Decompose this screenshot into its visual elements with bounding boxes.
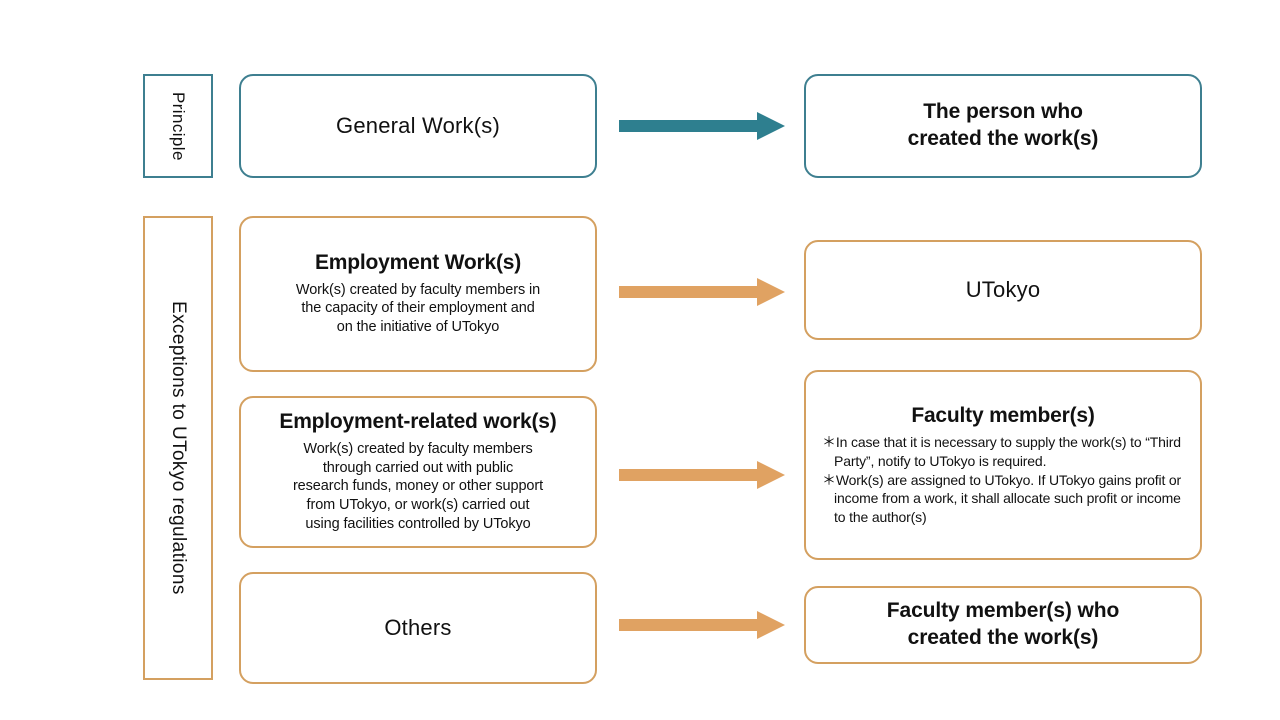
target-box-person-line2: created the work(s) (907, 127, 1099, 150)
target-box-faculty-members[interactable]: Faculty member(s) ＊In case that it is ne… (804, 370, 1202, 560)
target-box-faculty-who-line2: created the work(s) (907, 626, 1099, 649)
target-box-faculty-who-line1: Faculty member(s) who (886, 599, 1120, 623)
source-box-employment-works-body-line-2: the capacity of their employment and (301, 300, 535, 317)
source-box-employment-works-body-line-1: Work(s) created by faculty members in (295, 281, 541, 298)
faculty-note-2: ＊Work(s) are assigned to UTokyo. If UTok… (822, 471, 1182, 525)
category-label-principle-text: Principle (169, 91, 188, 161)
faculty-note-1: ＊In case that it is necessary to supply … (822, 434, 1181, 469)
source-box-others[interactable]: Others (239, 572, 597, 684)
arrow-general-to-person (619, 112, 785, 140)
source-box-general-works-title: General Work(s) (336, 113, 500, 139)
arrow-others-to-faculty-who-created (619, 611, 785, 639)
target-box-person-who-created[interactable]: The person who created the work(s) (804, 74, 1202, 178)
target-box-faculty-who-created[interactable]: Faculty member(s) who created the work(s… (804, 586, 1202, 664)
source-box-employment-related-works-title: Employment-related work(s) (279, 410, 557, 433)
source-box-employment-related-body-line-2: through carried out with public (322, 459, 514, 476)
source-box-others-title: Others (384, 615, 452, 641)
target-box-faculty-members-title: Faculty member(s) (911, 403, 1095, 427)
source-box-employment-related-body-line-1: Work(s) created by faculty members (303, 440, 533, 457)
category-label-exceptions-text: Exceptions to UTokyo regulations (168, 301, 189, 595)
arrow-employment-to-utokyo (619, 278, 785, 306)
target-box-utokyo-title: UTokyo (965, 277, 1041, 303)
source-box-employment-related-body-line-3: research funds, money or other support (292, 478, 544, 495)
source-box-employment-related-body-line-4: from UTokyo, or work(s) carried out (306, 497, 530, 514)
source-box-employment-works[interactable]: Employment Work(s) Work(s) created by fa… (239, 216, 597, 372)
target-box-utokyo[interactable]: UTokyo (804, 240, 1202, 340)
source-box-employment-related-body-line-5: using facilities controlled by UTokyo (305, 516, 531, 533)
source-box-general-works[interactable]: General Work(s) (239, 74, 597, 178)
source-box-employment-works-body-line-3: on the initiative of UTokyo (336, 319, 500, 336)
target-box-faculty-members-notes: ＊In case that it is necessary to supply … (818, 433, 1188, 526)
category-label-principle: Principle (143, 74, 213, 178)
source-box-employment-works-title: Employment Work(s) (314, 250, 522, 274)
target-box-person-line1: The person who (923, 100, 1083, 124)
category-label-exceptions: Exceptions to UTokyo regulations (143, 216, 213, 680)
source-box-employment-related-works[interactable]: Employment-related work(s) Work(s) creat… (239, 396, 597, 548)
arrow-employment-related-to-faculty (619, 461, 785, 489)
